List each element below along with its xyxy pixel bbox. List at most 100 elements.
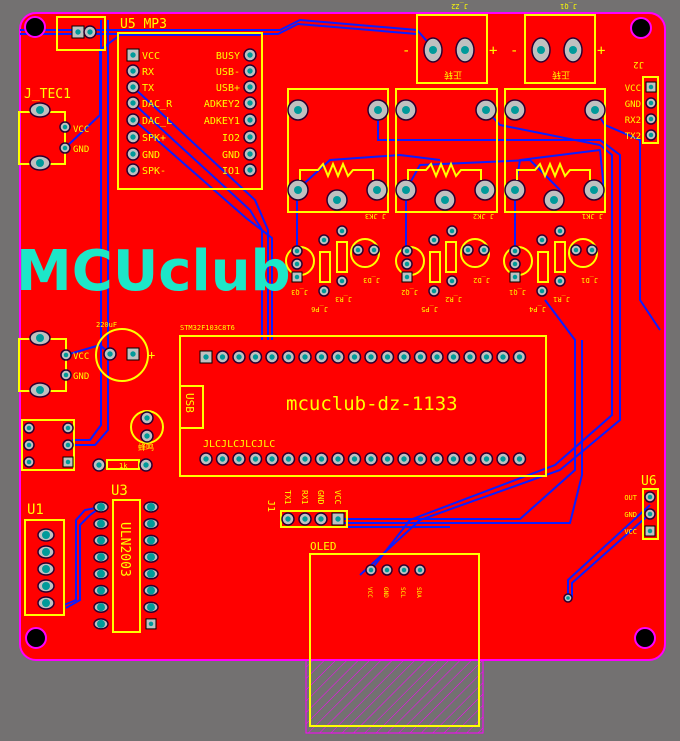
u5-pin bbox=[243, 48, 257, 62]
oled-pin bbox=[414, 564, 426, 576]
u1-pad bbox=[37, 596, 55, 610]
module-top-pin bbox=[430, 350, 444, 364]
transistor-pad bbox=[291, 258, 303, 270]
u3-pin bbox=[93, 618, 109, 630]
jq1-minus: - bbox=[510, 43, 518, 59]
u5-pin bbox=[126, 147, 140, 161]
module-bottom-pin bbox=[298, 452, 312, 466]
u3-pin bbox=[93, 584, 109, 597]
resistor-label: J_R2 bbox=[445, 295, 462, 303]
module-bottom-pin bbox=[248, 452, 263, 466]
resistor-label: J_P5 bbox=[421, 305, 438, 313]
led-label: J_D1 bbox=[581, 276, 598, 284]
mounting-holes bbox=[24, 16, 656, 649]
j2-pin-label: GND bbox=[625, 100, 641, 110]
resistor-pad bbox=[336, 225, 348, 237]
module-top-pin bbox=[331, 350, 345, 364]
pads bbox=[23, 25, 657, 630]
j2-pin bbox=[645, 113, 657, 125]
switch-pad bbox=[62, 422, 74, 434]
module-top-pin bbox=[380, 350, 395, 364]
resistor-label: J_P6 bbox=[311, 305, 328, 313]
ht-pad bbox=[83, 25, 97, 39]
relay-pad bbox=[504, 99, 526, 121]
j-tec1-gnd-pad bbox=[59, 142, 71, 154]
resistor-label: J_P4 bbox=[529, 305, 546, 313]
module-top-pin bbox=[347, 350, 362, 364]
jq1-label: J_Q1 bbox=[560, 2, 577, 10]
module-top-pin bbox=[364, 350, 378, 364]
relay-pad bbox=[395, 179, 417, 201]
jq1-plus: + bbox=[597, 43, 605, 59]
module-bottom-pin bbox=[331, 452, 345, 466]
u6-pin bbox=[644, 525, 656, 537]
module-bottom-pin bbox=[314, 452, 329, 466]
relay-pad bbox=[584, 99, 606, 121]
led-pad bbox=[368, 244, 380, 256]
oled-pin-label: SCL bbox=[399, 587, 406, 598]
jz2-body: 正转 bbox=[444, 69, 462, 81]
led-pad bbox=[478, 244, 490, 256]
transistor-pad bbox=[291, 245, 303, 257]
module-top-pin bbox=[248, 350, 263, 364]
module-bottom-pin bbox=[446, 452, 461, 466]
u6-pin-label: VCC bbox=[624, 528, 637, 536]
resistor-label: J_R1 bbox=[553, 295, 570, 303]
resistor-pad bbox=[554, 225, 566, 237]
j1-label: J1 bbox=[265, 500, 276, 512]
relay-pad bbox=[366, 179, 388, 201]
u5-left-pin-label: GND bbox=[142, 150, 160, 161]
resistor-pad bbox=[428, 234, 440, 246]
u5-pin bbox=[243, 96, 257, 110]
u3-pin bbox=[143, 584, 159, 597]
j-tec1-label: J_TEC1 bbox=[24, 87, 71, 102]
oled-pin-label: SDA bbox=[415, 587, 422, 598]
relay-pad bbox=[395, 99, 417, 121]
buzzer-label: 蜂鸣 bbox=[138, 442, 154, 452]
power2-pad bbox=[60, 369, 72, 381]
module-bottom-pin bbox=[463, 452, 477, 466]
u5-pin bbox=[126, 163, 140, 177]
relay-pad bbox=[287, 99, 309, 121]
relay-label: J_JK2 bbox=[473, 212, 494, 220]
u5-pin bbox=[126, 96, 140, 110]
transistor-pad bbox=[401, 271, 413, 283]
buzzer-pad bbox=[140, 429, 154, 443]
u5-right-pin-label: IO1 bbox=[222, 166, 240, 177]
transistor-pad bbox=[291, 271, 303, 283]
relay-pad bbox=[434, 189, 456, 211]
module-bottom-pin bbox=[347, 452, 362, 466]
board-title: mcuclub-dz-1133 bbox=[286, 393, 458, 415]
j-tec1-pad bbox=[29, 102, 51, 118]
u3-pin bbox=[93, 534, 109, 547]
power2-pad bbox=[29, 330, 51, 346]
module-bottom-pin bbox=[265, 452, 279, 466]
module-bottom-pin bbox=[232, 452, 246, 466]
module-label: STM32F103C8T6 bbox=[180, 324, 235, 332]
switch-pad bbox=[23, 456, 35, 468]
u3-label: U3 bbox=[111, 483, 128, 499]
via bbox=[563, 593, 573, 603]
resistor-pad bbox=[536, 285, 548, 297]
u5-right-pin-label: BUSY bbox=[216, 51, 240, 62]
j1-pin-label: GND bbox=[316, 490, 325, 505]
j2-pin bbox=[645, 129, 657, 141]
relay-coil-symbol bbox=[407, 161, 482, 180]
relay-coil-symbol bbox=[516, 161, 591, 180]
module-top-pin bbox=[446, 350, 461, 364]
u5-pin bbox=[126, 64, 140, 78]
u6-pin-label: GND bbox=[624, 511, 637, 519]
j2-pin-label: VCC bbox=[625, 84, 641, 94]
u3-pin bbox=[93, 501, 109, 513]
module-top-pin bbox=[265, 350, 279, 364]
transistor-label: J_Q2 bbox=[401, 288, 418, 296]
j1-pin bbox=[281, 512, 295, 526]
u5-pin bbox=[243, 147, 257, 161]
power2-gnd: GND bbox=[73, 372, 89, 382]
module-top-pin bbox=[314, 350, 329, 364]
transistor-label: J_Q3 bbox=[291, 288, 308, 296]
usb-label: USB bbox=[183, 393, 196, 413]
j-tec1-vcc: VCC bbox=[73, 125, 89, 135]
